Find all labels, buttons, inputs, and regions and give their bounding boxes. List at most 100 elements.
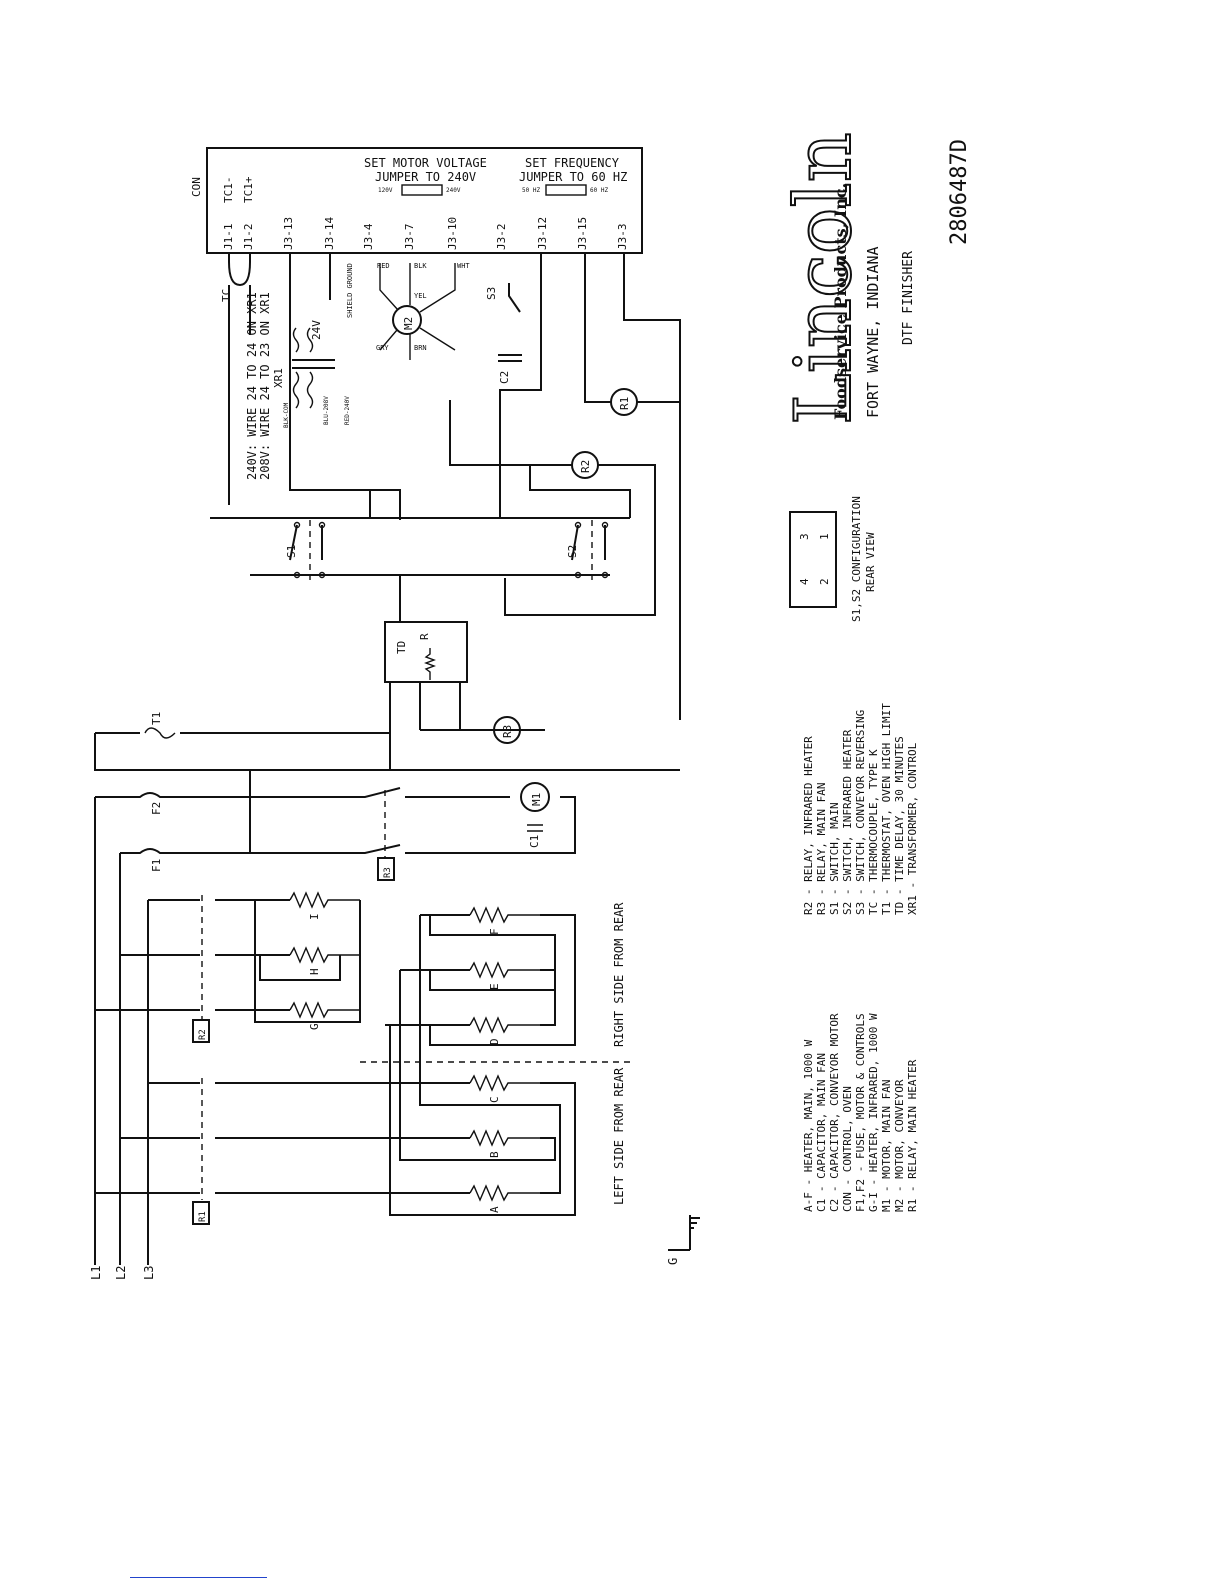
legend-item: R1 - RELAY, MAIN HEATER bbox=[906, 1059, 919, 1212]
company-city: FORT WAYNE, INDIANA bbox=[864, 246, 882, 418]
shield-ground-label: SHIELD GROUND bbox=[346, 263, 354, 318]
company-name: Lincoln bbox=[779, 132, 869, 425]
ground-label: G bbox=[666, 1258, 680, 1265]
f2-label: F2 bbox=[150, 802, 163, 815]
drawing-number: 2806487D bbox=[947, 139, 972, 245]
frequency-title: SET FREQUENCY bbox=[525, 156, 620, 170]
terminal-label: J3-12 bbox=[536, 217, 549, 250]
legend-item: S2 - SWITCH, INFRARED HEATER bbox=[841, 729, 854, 915]
infrared-heaters: R2 I H G bbox=[95, 891, 361, 1043]
terminal-label: J3-14 bbox=[323, 217, 336, 250]
m1-label: M1 bbox=[530, 793, 543, 806]
terminal-label: J3-13 bbox=[282, 217, 295, 250]
r1-contact-label: R1 bbox=[198, 1211, 208, 1222]
thermostat-t1: T1 bbox=[94, 712, 680, 771]
control-box: CON SET MOTOR VOLTAGE JUMPER TO 240V 120… bbox=[190, 147, 643, 254]
relay-r2-coil: R2 bbox=[571, 451, 599, 479]
heater-h-label: H bbox=[308, 968, 321, 975]
company-logo: Lincoln Foodservice Products, Inc. FORT … bbox=[778, 131, 916, 426]
config-cell-4: 4 bbox=[798, 578, 811, 585]
time-delay-td: TD R bbox=[384, 575, 545, 770]
control-box-tag: CON bbox=[190, 177, 203, 197]
conveyor-motor-m2: M2 RED BLK WHT YEL GRY BRN bbox=[376, 262, 470, 360]
relay-r1: R1 bbox=[610, 388, 638, 416]
wire-red: RED bbox=[377, 262, 390, 270]
main-heaters-right: F E D bbox=[385, 906, 576, 1046]
product-name: DTF FINISHER bbox=[901, 251, 916, 345]
heater-f-label: F bbox=[488, 928, 501, 935]
switch-configuration: 4 3 2 1 S1,S2 CONFIGURATION REAR VIEW bbox=[789, 496, 877, 622]
wire-blk: BLK bbox=[414, 262, 427, 270]
terminal-label: J3-2 bbox=[495, 224, 508, 251]
td-label: TD bbox=[395, 641, 408, 654]
legend-item: CON - CONTROL, OVEN bbox=[841, 1086, 854, 1212]
r3-coil-label: R3 bbox=[501, 725, 514, 738]
motor-voltage-title: SET MOTOR VOLTAGE bbox=[364, 156, 487, 170]
legend-item: C2 - CAPACITOR, CONVEYOR MOTOR bbox=[828, 1013, 841, 1212]
terminal-label: J3-4 bbox=[362, 223, 375, 250]
legend-item: M1 - MOTOR, MAIN FAN bbox=[880, 1080, 893, 1212]
tc-minus-label: TC1- bbox=[222, 177, 235, 204]
c1-label: C1 bbox=[528, 835, 541, 848]
terminal-label: J3-10 bbox=[446, 217, 459, 250]
legend-item: M2 - MOTOR, CONVEYOR bbox=[893, 1079, 906, 1212]
wire-brn: BRN bbox=[414, 344, 427, 352]
heater-i-label: I bbox=[308, 913, 321, 920]
c2-label: C2 bbox=[498, 371, 511, 384]
transformer-notes: 240V: WIRE 24 TO 24 ON XR1 208V: WIRE 24… bbox=[245, 292, 351, 480]
td-r-label: R bbox=[418, 633, 431, 640]
wire-gry: GRY bbox=[376, 344, 389, 352]
heater-b-label: B bbox=[488, 1151, 501, 1158]
wire-yel: YEL bbox=[414, 292, 427, 300]
transformer-note-240: 240V: WIRE 24 TO 24 ON XR1 bbox=[245, 292, 259, 480]
control-wiring bbox=[228, 253, 681, 720]
main-switch-s1: S1 bbox=[210, 490, 630, 580]
wire-wht: WHT bbox=[457, 262, 470, 270]
company-subtitle: Foodservice Products, Inc. bbox=[831, 183, 850, 420]
tap-red-240: RED-240V bbox=[344, 396, 351, 425]
fuses: F2 F1 bbox=[95, 770, 350, 872]
heater-e-label: E bbox=[488, 983, 501, 990]
t1-label: T1 bbox=[150, 712, 163, 725]
legend-item: G-I - HEATER, INFRARED, 1000 W bbox=[867, 1013, 880, 1212]
s2-label: S2 bbox=[566, 545, 579, 558]
s3-label: S3 bbox=[485, 287, 498, 300]
line-l1: L1 bbox=[89, 1266, 103, 1280]
r2-contact-label: R2 bbox=[198, 1029, 208, 1040]
config-subtitle: REAR VIEW bbox=[864, 532, 877, 592]
legend-item: XR1 - TRANSFORMER, CONTROL bbox=[906, 742, 919, 915]
legend-item: C1 - CAPACITOR, MAIN FAN bbox=[815, 1053, 828, 1212]
legend-item: R3 - RELAY, MAIN FAN bbox=[815, 783, 828, 915]
legend-item: S1 - SWITCH, MAIN bbox=[828, 802, 841, 915]
motor-voltage-opt2: 240V bbox=[446, 187, 461, 194]
frequency-opt2: 60 HZ bbox=[590, 187, 608, 194]
infrared-switch-s2: S2 bbox=[566, 520, 609, 580]
transformer-tag: XR1 bbox=[272, 368, 285, 388]
tap-blu-208: BLU-208V bbox=[323, 396, 330, 425]
f1-label: F1 bbox=[150, 859, 163, 872]
config-cell-2: 2 bbox=[818, 578, 831, 585]
terminal-label: J3-7 bbox=[403, 224, 416, 251]
legend-item: F1,F2 - FUSE, MOTOR & CONTROLS bbox=[854, 1013, 867, 1212]
heater-g-label: G bbox=[308, 1023, 321, 1030]
transformer-note-208: 208V: WIRE 24 TO 23 ON XR1 bbox=[258, 292, 272, 480]
reversing-switch-s3: S3 bbox=[485, 283, 521, 313]
config-title: S1,S2 CONFIGURATION bbox=[850, 496, 863, 622]
motor-voltage-jumper: JUMPER TO 240V bbox=[375, 170, 476, 184]
main-heaters-left: R1 C B A bbox=[95, 915, 576, 1225]
r2-coil-label: R2 bbox=[579, 460, 592, 473]
legend-item: T1 - THERMOSTAT, OVEN HIGH LIMIT bbox=[880, 703, 893, 915]
s1-label: S1 bbox=[285, 545, 298, 558]
legend-item: S3 - SWITCH, CONVEYOR REVERSING bbox=[854, 710, 867, 915]
heater-c-label: C bbox=[488, 1096, 501, 1103]
terminal-label: J3-15 bbox=[576, 217, 589, 250]
r3-contact-label: R3 bbox=[383, 867, 393, 878]
line-l2: L2 bbox=[114, 1266, 128, 1280]
tap-blk-com: BLK-COM bbox=[283, 402, 290, 428]
footer-rule bbox=[130, 1577, 267, 1578]
capacitor-c2: C2 bbox=[498, 354, 522, 384]
config-cell-1: 1 bbox=[818, 533, 831, 540]
